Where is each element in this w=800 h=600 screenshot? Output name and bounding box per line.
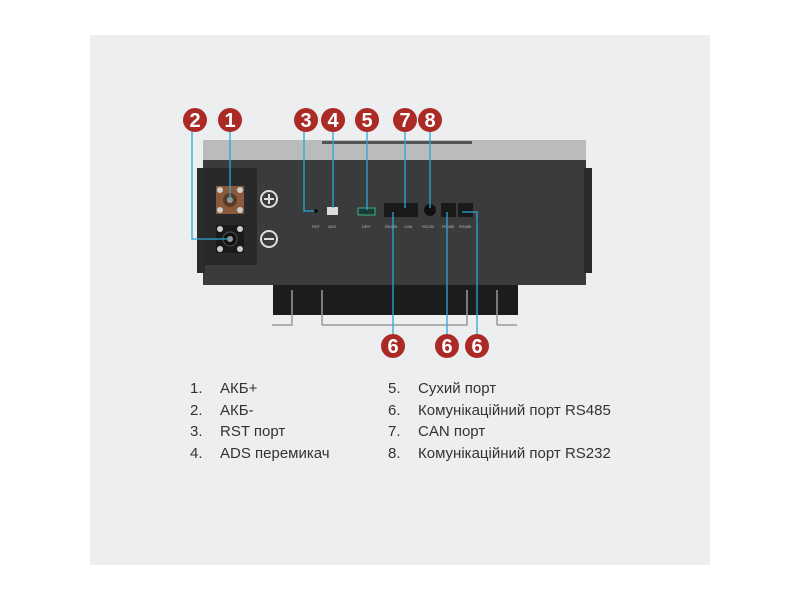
callout-badge-2: 2 — [183, 108, 207, 132]
device-top-strip — [203, 140, 586, 162]
legend-right-column: 5. Сухий порт 6. Комунікаційний порт RS485… — [388, 378, 611, 464]
legend-item: 1. АКБ+ — [190, 378, 330, 400]
svg-text:6: 6 — [387, 336, 398, 358]
legend-label: RST порт — [220, 423, 286, 440]
rs485-port — [458, 203, 473, 217]
callout-badge-6: 6 — [465, 334, 489, 358]
legend-number: 4. — [190, 444, 203, 462]
legend-number: 7. — [388, 423, 401, 440]
legend-number: 6. — [388, 401, 401, 419]
minus-symbol-icon — [260, 230, 278, 248]
svg-text:7: 7 — [399, 110, 410, 132]
callout-badge-3: 3 — [294, 108, 318, 132]
port-label: RS485 — [385, 224, 398, 229]
port-label: CAN — [404, 224, 413, 229]
port-label: RS485 — [442, 224, 455, 229]
legend-label: CAN порт — [418, 423, 486, 440]
svg-text:3: 3 — [300, 110, 311, 132]
ads-switch — [327, 207, 338, 215]
port-label: DRY — [362, 224, 371, 229]
callout-badge-6: 6 — [435, 334, 459, 358]
legend-item: 7. CAN порт — [388, 421, 611, 443]
legend-label: Комунікаційний порт RS485 — [418, 401, 611, 419]
svg-text:6: 6 — [471, 336, 482, 358]
svg-text:4: 4 — [327, 110, 339, 132]
callout-badge-8: 8 — [418, 108, 442, 132]
port-label: ADS — [328, 224, 337, 229]
rs485-port — [384, 203, 401, 217]
legend-item: 6. Комунікаційний порт RS485 — [388, 400, 611, 422]
callout-badge-5: 5 — [355, 108, 379, 132]
svg-text:5: 5 — [361, 110, 372, 132]
legend-item: 5. Сухий порт — [388, 378, 611, 400]
svg-text:6: 6 — [441, 336, 452, 358]
legend-number: 2. — [190, 401, 203, 419]
legend-number: 3. — [190, 423, 203, 440]
legend-number: 5. — [388, 380, 401, 397]
callout-badge-7: 7 — [393, 108, 417, 132]
svg-text:1: 1 — [224, 110, 235, 132]
can-port — [401, 203, 418, 217]
svg-text:2: 2 — [189, 110, 200, 132]
legend-number: 1. — [190, 380, 203, 397]
rs485-port — [441, 203, 456, 217]
callout-badge-1: 1 — [218, 108, 242, 132]
legend-label: Комунікаційний порт RS232 — [418, 444, 611, 462]
plus-symbol-icon — [260, 190, 278, 208]
callout-badge-6: 6 — [381, 334, 405, 358]
rst-port — [314, 209, 318, 213]
port-label: RST — [312, 224, 321, 229]
legend-label: Сухий порт — [418, 380, 497, 397]
mounting-feet — [272, 283, 518, 326]
port-label: RS485 — [459, 224, 472, 229]
legend-number: 8. — [388, 444, 401, 462]
legend-item: 8. Комунікаційний порт RS232 — [388, 443, 611, 465]
svg-text:8: 8 — [424, 110, 435, 132]
rs232-port — [424, 204, 436, 216]
legend-item: 3. RST порт — [190, 421, 330, 443]
legend-left-column: 1. АКБ+ 2. АКБ- 3. RST порт 4. ADS перемикач — [190, 378, 330, 464]
legend-item: 2. АКБ- — [190, 400, 330, 422]
port-label: RS232 — [422, 224, 435, 229]
legend-item: 4. ADS перемикач — [190, 443, 330, 465]
legend-label: ADS перемикач — [220, 444, 330, 462]
leader-lines — [191, 130, 478, 336]
legend-label: АКБ+ — [220, 380, 258, 397]
legend-label: АКБ- — [220, 401, 254, 419]
callout-badge-4: 4 — [321, 108, 345, 132]
device-body — [203, 160, 586, 285]
